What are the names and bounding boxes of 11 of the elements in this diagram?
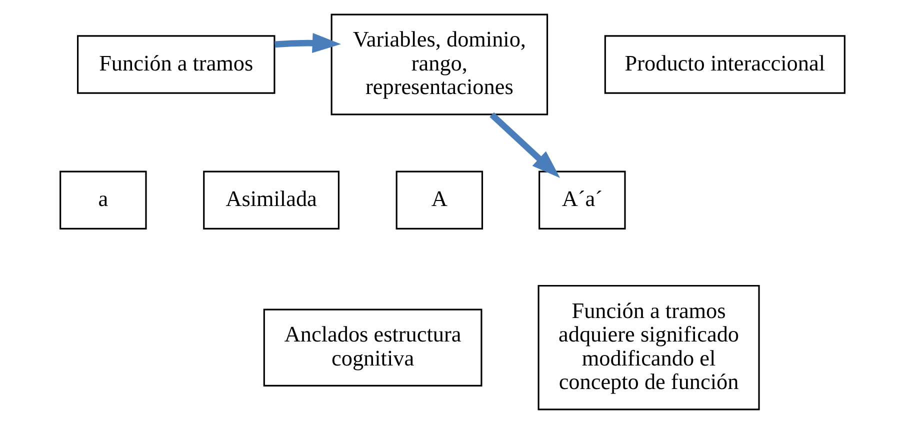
node-box: Variables, dominio, rango, representaciones: [330, 14, 548, 116]
node-box: Función a tramos: [77, 35, 276, 94]
node-box: Producto interaccional: [604, 35, 846, 94]
node-box: A: [396, 170, 484, 230]
arrow: [490, 112, 560, 178]
node-box: Anclados estructura cognitiva: [263, 308, 482, 386]
node-box: Asimilada: [203, 170, 340, 230]
arrow: [274, 33, 341, 54]
node-box: Función a tramos adquiere significado modificando el concepto de función: [538, 284, 760, 410]
node-box: A´a´: [538, 170, 626, 230]
node-box: a: [60, 170, 147, 230]
